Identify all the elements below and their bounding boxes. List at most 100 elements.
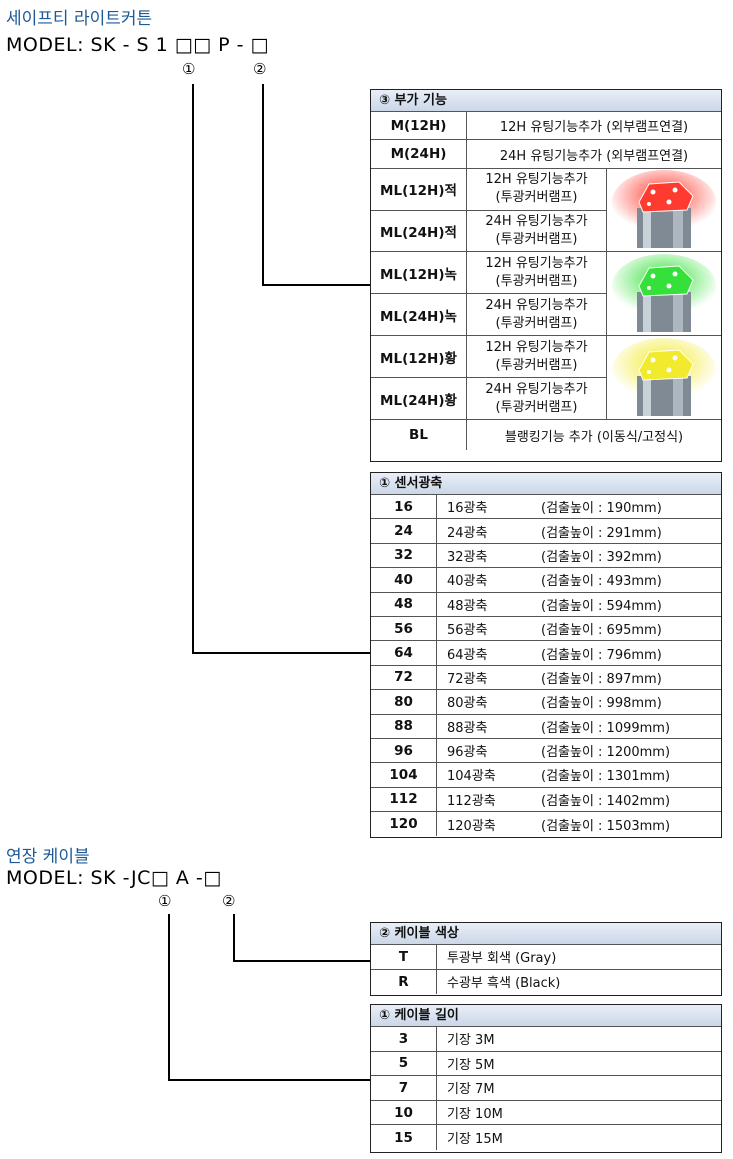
axis-name: 88광축 (447, 720, 488, 736)
axis-detect-height: (검출높이 : 1200mm) (541, 745, 671, 761)
cable-length-table-header: ① 케이블 길이 (371, 1005, 721, 1027)
model-code-light-curtain: MODEL: SK - S 1 □□ P - □ (6, 34, 269, 56)
axis-name: 72광축 (447, 671, 488, 687)
axis-table-header: ① 센서광축 (371, 473, 721, 495)
axis-name: 56광축 (447, 623, 488, 639)
cable-length-desc: 기장 7M (447, 1082, 495, 1098)
table-row: M(24H) 24H 유팅기능추가 (외부램프연결) (371, 140, 721, 169)
option-desc: 24H 유팅기능추가 (외부램프연결) (499, 148, 689, 164)
connector-line-length-vertical (168, 914, 170, 1080)
option-desc-line2: (투광커버램프) (495, 231, 578, 247)
option-desc-line2: (투광커버램프) (495, 399, 578, 415)
option-desc-line2: (투광커버램프) (495, 357, 578, 373)
cable-length-code: 3 (371, 1027, 437, 1051)
option-code: ML(24H)적 (371, 210, 467, 251)
option-code: M(24H) (371, 140, 467, 168)
axis-code: 80 (371, 690, 437, 714)
option-desc-line2: (투광커버램프) (495, 273, 578, 289)
axis-code: 64 (371, 641, 437, 665)
connector-line-length-horizontal (168, 1079, 370, 1081)
option-desc-line1: 12H 유팅기능추가 (485, 172, 588, 188)
options-table-header: ③ 부가 기능 (371, 90, 721, 112)
table-row: M(12H) 12H 유팅기능추가 (외부램프연결) (371, 112, 721, 140)
option-desc-line1: 12H 유팅기능추가 (485, 255, 588, 271)
cable-color-table-header: ② 케이블 색상 (371, 923, 721, 945)
axis-code: 48 (371, 592, 437, 616)
connector-line-color-vertical (233, 914, 235, 961)
model-code-cable: MODEL: SK -JC□ A -□ (6, 867, 222, 889)
section-title-cable: 연장 케이블 (6, 847, 90, 867)
lamp-group-green: ML(12H)녹 12H 유팅기능추가 (투광커버램프) ML(24H)녹 24… (371, 252, 721, 336)
cable-length-code: 10 (371, 1100, 437, 1125)
table-row: 80 80광축 (검출높이 : 998mm) (371, 690, 721, 715)
axis-name: 112광축 (447, 793, 496, 809)
option-desc-line1: 24H 유팅기능추가 (485, 213, 588, 229)
axis-code: 16 (371, 495, 437, 519)
axis-code: 96 (371, 738, 437, 763)
cable-length-code: 5 (371, 1051, 437, 1076)
axis-code: 112 (371, 787, 437, 812)
axis-code: 56 (371, 616, 437, 641)
cable-length-desc: 기장 3M (447, 1033, 495, 1049)
lamp-image-red (607, 169, 721, 251)
option-code: ML(24H)녹 (371, 294, 467, 335)
axis-detect-height: (검출높이 : 695mm) (541, 623, 662, 639)
cable-length-desc: 기장 10M (447, 1107, 503, 1123)
marker-1: ① (158, 892, 172, 910)
connector-line-axis-horizontal (192, 652, 370, 654)
lamp-image-green (607, 252, 721, 335)
option-desc: 블랭킹기능 추가 (이동식/고정식) (504, 429, 684, 445)
connector-line-option-horizontal (262, 284, 370, 286)
axis-detect-height: (검출높이 : 796mm) (541, 647, 662, 663)
option-desc-line2: (투광커버램프) (495, 190, 578, 206)
axis-detect-height: (검출높이 : 897mm) (541, 671, 662, 687)
red-lamp-icon (612, 170, 716, 248)
axis-code: 88 (371, 714, 437, 738)
table-row: 3 기장 3M (371, 1027, 721, 1052)
axis-detect-height: (검출높이 : 998mm) (541, 696, 662, 712)
marker-2: ② (253, 60, 267, 78)
axis-name: 80광축 (447, 696, 488, 712)
axis-code: 72 (371, 665, 437, 690)
table-row: BL 블랭킹기능 추가 (이동식/고정식) (371, 420, 721, 450)
option-desc-line1: 24H 유팅기능추가 (485, 297, 588, 313)
axis-detect-height: (검출높이 : 594mm) (541, 598, 662, 614)
yellow-lamp-icon (612, 337, 716, 416)
cable-length-desc: 기장 5M (447, 1057, 495, 1073)
option-code: ML(24H)황 (371, 378, 467, 419)
axis-detect-height: (검출높이 : 1099mm) (541, 720, 671, 736)
option-code: ML(12H)녹 (371, 252, 467, 293)
axis-code: 24 (371, 519, 437, 543)
connector-line-option-vertical (262, 84, 264, 285)
option-code: ML(12H)황 (371, 336, 467, 377)
cable-length-code: 15 (371, 1125, 437, 1150)
axis-name: 16광축 (447, 501, 488, 517)
connector-line-axis-vertical (192, 84, 194, 653)
axis-name: 120광축 (447, 818, 496, 834)
axis-code: 40 (371, 568, 437, 592)
option-code: BL (371, 420, 467, 450)
marker-2: ② (222, 892, 236, 910)
axis-detect-height: (검출높이 : 291mm) (541, 525, 662, 541)
lamp-group-red: ML(12H)적 12H 유팅기능추가 (투광커버램프) ML(24H)적 24… (371, 169, 721, 252)
axis-name: 48광축 (447, 598, 488, 614)
table-row: 56 56광축 (검출높이 : 695mm) (371, 616, 721, 642)
green-lamp-icon (612, 253, 716, 332)
lamp-group-yellow: ML(12H)황 12H 유팅기능추가 (투광커버램프) ML(24H)황 24… (371, 336, 721, 420)
cable-color-desc: 수광부 흑색 (Black) (447, 976, 561, 992)
axis-code: 104 (371, 763, 437, 787)
axis-code: 32 (371, 543, 437, 568)
axis-detect-height: (검출높이 : 1503mm) (541, 818, 671, 834)
